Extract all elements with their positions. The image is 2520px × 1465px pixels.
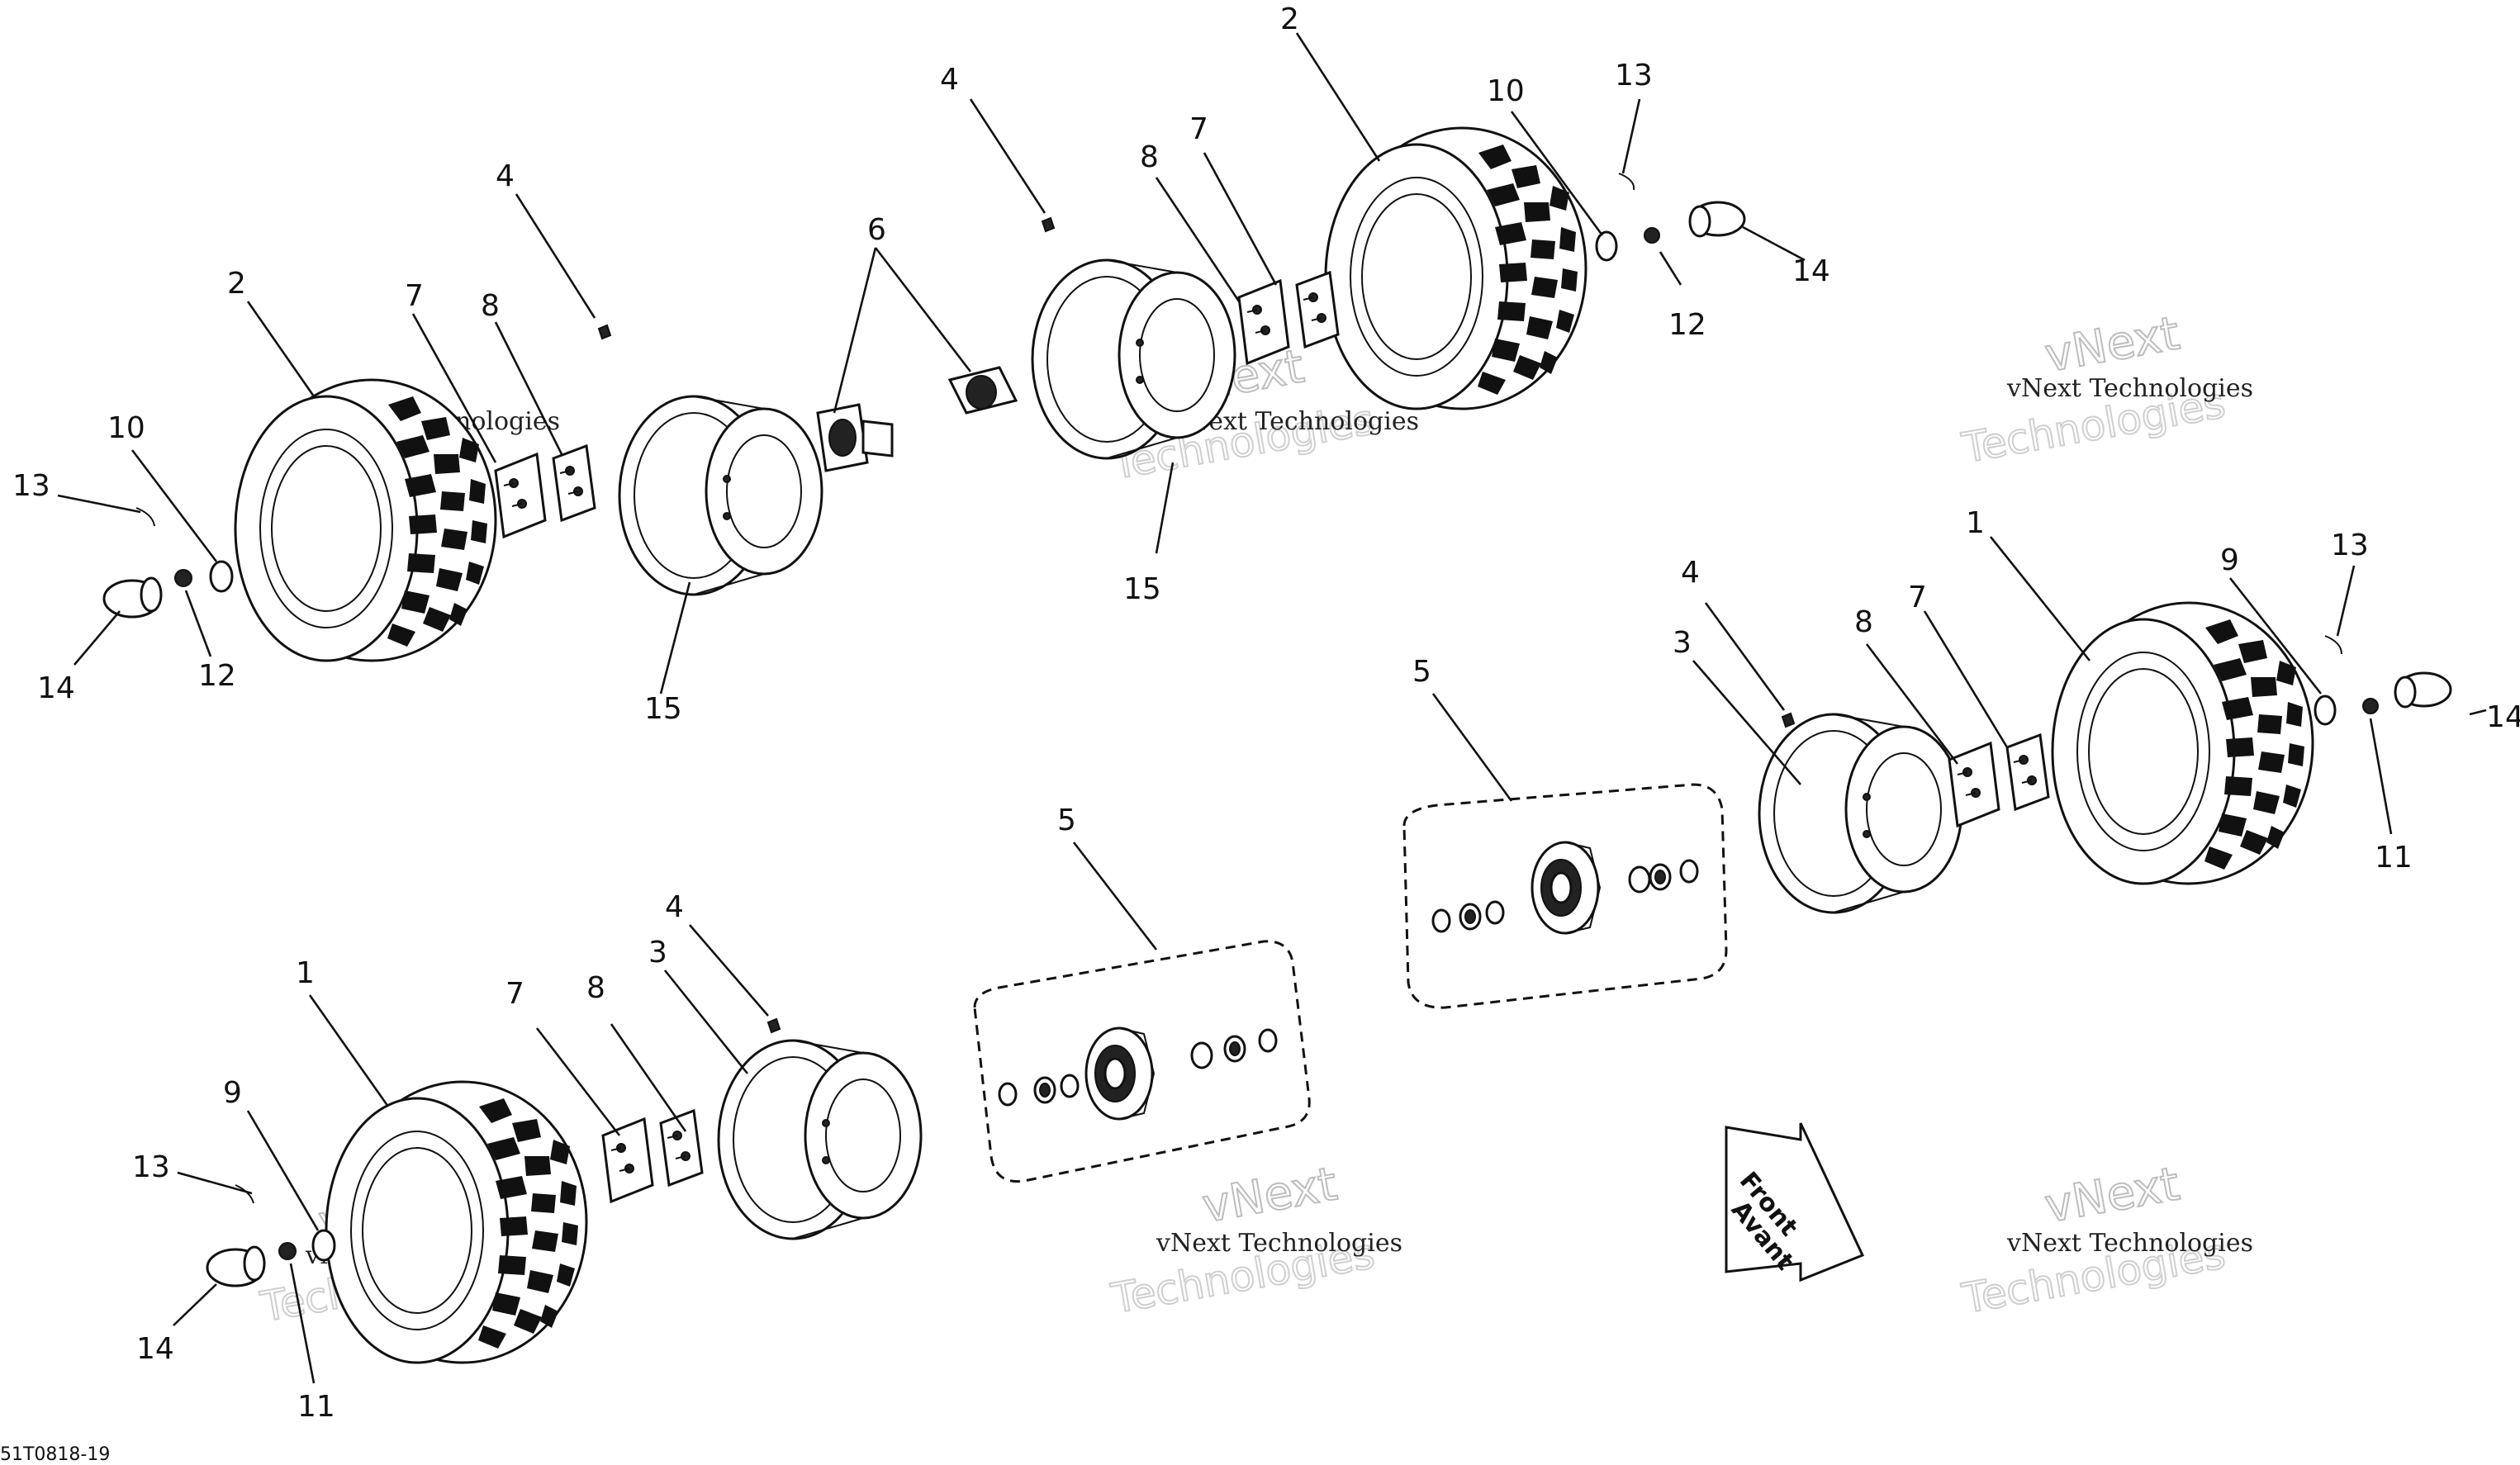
svg-text:vNext: vNext [2041,306,2183,382]
callout-5-right: 5 [1412,655,1431,689]
wheel-top [1031,258,1236,460]
cap-right [2394,671,2452,709]
callout-12-left: 12 [198,659,236,693]
hub-group-box-right [1402,783,1728,1009]
pin-bottom [235,1184,254,1204]
callout-10-top: 10 [1487,74,1525,108]
callout-14-bot: 14 [136,1332,174,1366]
callout-6: 6 [867,213,886,247]
callout-7-right: 7 [1908,581,1927,614]
valve-right [1781,712,1796,728]
svg-text:vNext Technologies: vNext Technologies [1156,1229,1402,1258]
valve-top [1041,216,1056,233]
callout-13-bot: 13 [132,1150,170,1184]
callout-8-bot: 8 [586,971,605,1005]
svg-text:vNext: vNext [2041,1157,2183,1233]
bearings-middle [998,1028,1278,1107]
callout-4-top: 4 [940,63,959,97]
washer-left [209,560,234,593]
svg-text:vNext: vNext [1198,1157,1341,1233]
callout-7-bot: 7 [505,977,524,1011]
plates-bottom [601,1109,704,1203]
front-direction-arrow: Front Avant [1725,1122,1865,1282]
hub-middle [1084,1026,1156,1121]
tire-bottom [325,1080,588,1364]
washer-top [1595,230,1618,262]
callout-9-bot: 9 [223,1076,242,1110]
callout-11-bot: 11 [297,1390,335,1424]
svg-text:vNext Technologies: vNext Technologies [2006,374,2253,403]
callout-labels: 2 4 7 8 10 13 12 14 6 15 2 4 7 8 10 13 1… [12,2,2520,1424]
nut-bottom [278,1242,297,1260]
tire-left [234,378,497,662]
hub-right [1531,841,1602,935]
callout-14-top: 14 [1792,254,1830,288]
pin-top [1618,173,1635,191]
callout-4-left: 4 [496,159,515,193]
callout-1-left: 1 [296,956,315,990]
figure-code: 51T0818-19 [0,1444,110,1465]
callout-15-left: 15 [644,692,682,726]
hub-group-box-middle [973,940,1311,1183]
watermark-bottom-right: vNext Technologies vNext Technologies [1958,1156,2253,1324]
valve-left [597,324,612,340]
pin-right [2324,635,2342,655]
callout-7-top: 7 [1189,112,1208,146]
callout-10-left: 10 [107,411,145,445]
callout-13-right: 13 [2331,529,2369,562]
washer-right [2314,695,2337,726]
callout-5-mid: 5 [1057,804,1076,837]
svg-text:vNext Technologies: vNext Technologies [2006,1229,2253,1258]
callout-15-mid: 15 [1123,572,1161,606]
callout-7-left: 7 [405,279,424,313]
nut-left [174,569,192,587]
callout-8-left: 8 [481,289,500,323]
callout-1-right: 1 [1966,506,1985,540]
callout-13-left: 13 [12,469,50,503]
callout-8-top: 8 [1140,140,1159,174]
callout-2-top: 2 [1280,2,1299,36]
tire-right [2051,601,2314,885]
cap-bottom [206,1245,266,1287]
cap-top [1688,201,1746,238]
callout-4-right: 4 [1681,556,1700,590]
washer-bottom [311,1229,336,1262]
plates-right [1948,733,2050,827]
pin-left [135,507,155,527]
callout-14-right: 14 [2486,700,2520,734]
cap-left [102,576,163,619]
nut-right [2362,698,2379,714]
callout-9-right: 9 [2220,543,2239,577]
callout-8-right: 8 [1854,605,1873,639]
tire-top [1324,126,1587,410]
valve-bottom [766,1017,781,1034]
callout-3-right: 3 [1673,626,1692,660]
wheel-bottom [717,1039,923,1240]
plates-left [494,444,596,538]
callout-12-top: 12 [1668,308,1706,342]
callout-4-bot: 4 [665,890,684,924]
flange-left [816,403,894,472]
flange-top [947,366,1018,415]
watermark-bottom-middle: vNext Technologies vNext Technologies [1107,1156,1402,1324]
callout-13-top: 13 [1615,59,1653,92]
leader-lines [57,32,2487,1384]
wheel-left [618,395,823,596]
callout-3-bot: 3 [648,936,667,970]
callout-11-right: 11 [2375,841,2413,875]
callout-14-left: 14 [37,671,75,705]
callout-2-left: 2 [227,267,246,301]
nut-top [1644,227,1660,244]
bearings-right [1431,859,1699,933]
watermark-top-right: vNext Technologies vNext Technologies [1958,306,2253,473]
wheel-right [1758,713,1963,914]
